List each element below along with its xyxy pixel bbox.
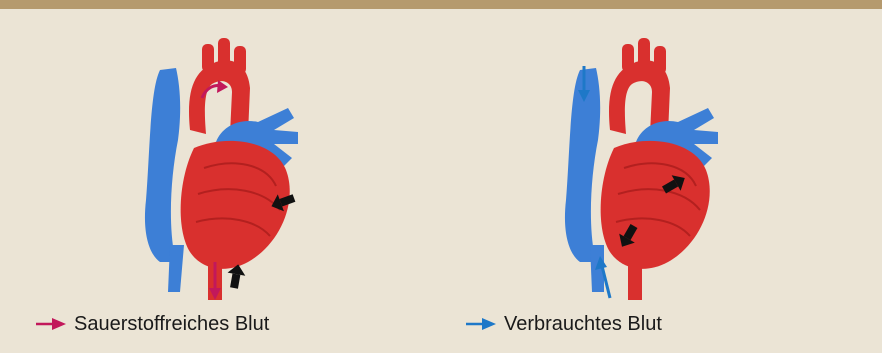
legend-label-deoxygenated: Verbrauchtes Blut <box>504 313 662 336</box>
legend-label-oxygenated: Sauerstoffreiches Blut <box>74 313 269 336</box>
lower-vena-cava <box>168 245 184 292</box>
blue-arrow-icon <box>466 318 496 330</box>
heart-illustration-oxygenated <box>98 30 358 310</box>
legend-oxygenated: Sauerstoffreiches Blut <box>36 309 269 339</box>
descending-aorta <box>628 254 642 300</box>
aorta-branch-1 <box>202 44 214 72</box>
top-accent-bar <box>0 0 882 9</box>
aorta-branch-2 <box>638 38 650 68</box>
aorta-branch-3 <box>234 46 246 74</box>
heart-diagram-right <box>538 30 798 310</box>
heart-illustration-deoxygenated <box>538 30 798 310</box>
aorta-branch-1 <box>622 44 634 72</box>
aorta-branch-2 <box>218 38 230 68</box>
legend-deoxygenated: Verbrauchtes Blut <box>466 309 662 339</box>
vena-cava <box>145 68 180 262</box>
aorta-branch-3 <box>654 46 666 74</box>
heart-diagram-left <box>98 30 358 310</box>
heart-body <box>601 141 710 269</box>
magenta-arrow-icon <box>36 318 66 330</box>
